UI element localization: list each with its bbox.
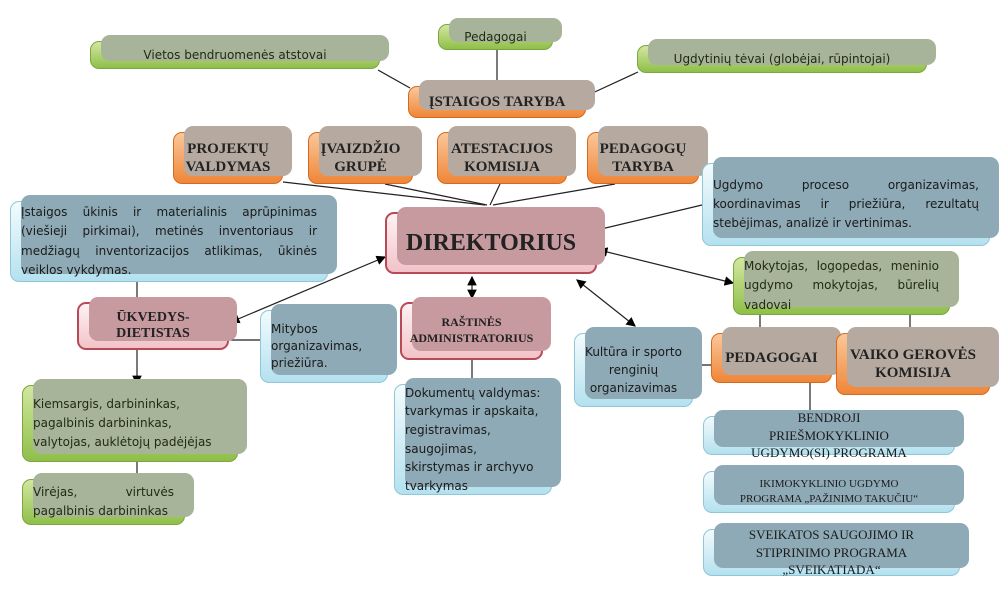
nutrition-box: Mitybos organizavimas, priežiūra.: [260, 304, 397, 383]
parents-box: Ugdytinių tėvai (globėjai, rūpintojai): [637, 39, 936, 73]
image-group-box: ĮVAIZDŽIO GRUPĖ: [308, 126, 422, 184]
teachers-council-box: PEDAGOGŲ TARYBA: [587, 126, 708, 184]
attestation-commission-box: ATESTACIJOS KOMISIJA: [437, 126, 576, 184]
program-box-early-childhood: IKIMOKYKLINIO UGDYMO PROGRAMA „PAŽINIMO …: [703, 465, 964, 513]
teachers-representatives-box: Pedagogai: [438, 18, 562, 50]
community-representatives-box: Vietos bendruomenės atstovai: [90, 35, 389, 69]
facility-manager-box: ŪKVEDYS-DIETISTAS: [77, 297, 237, 350]
director-duties-box: Ugdymo proceso organizavimas, koordinavi…: [702, 157, 999, 246]
office-duties-box: Dokumentų valdymas: tvarkymas ir apskait…: [394, 378, 561, 495]
cooks-box: Virėjas, virtuvės pagalbinis darbininkas: [22, 473, 194, 525]
facility-duties-box: Įstaigos ūkinis ir materialinis aprūpini…: [10, 195, 337, 282]
child-welfare-commission-box: VAIKO GEROVĖS KOMISIJA: [836, 327, 999, 395]
culture-sports-box: Kultūra ir sporto renginių organizavimas: [574, 327, 702, 407]
specialists-box: Mokytojas, logopedas, meninio ugdymo mok…: [733, 251, 959, 315]
director-box: DIREKTORIUS: [385, 207, 605, 274]
program-box-health: SVEIKATOS SAUGOJIMO IR STIPRINIMO PROGRA…: [703, 523, 969, 577]
project-management-box: PROJEKTŲ VALDYMAS: [173, 126, 292, 184]
program-box-preschool: BENDROJI PRIEŠMOKYKLINIO UGDYMO(SI) PROG…: [703, 410, 964, 460]
pedagogues-box: PEDAGOGAI: [711, 327, 841, 383]
institution-council-box: ĮSTAIGOS TARYBA: [408, 80, 595, 118]
office-administrator-box: RAŠTINĖS ADMINISTRATORIUS: [400, 297, 551, 360]
staff-box: Kiemsargis, darbininkas, pagalbinis darb…: [22, 379, 247, 462]
